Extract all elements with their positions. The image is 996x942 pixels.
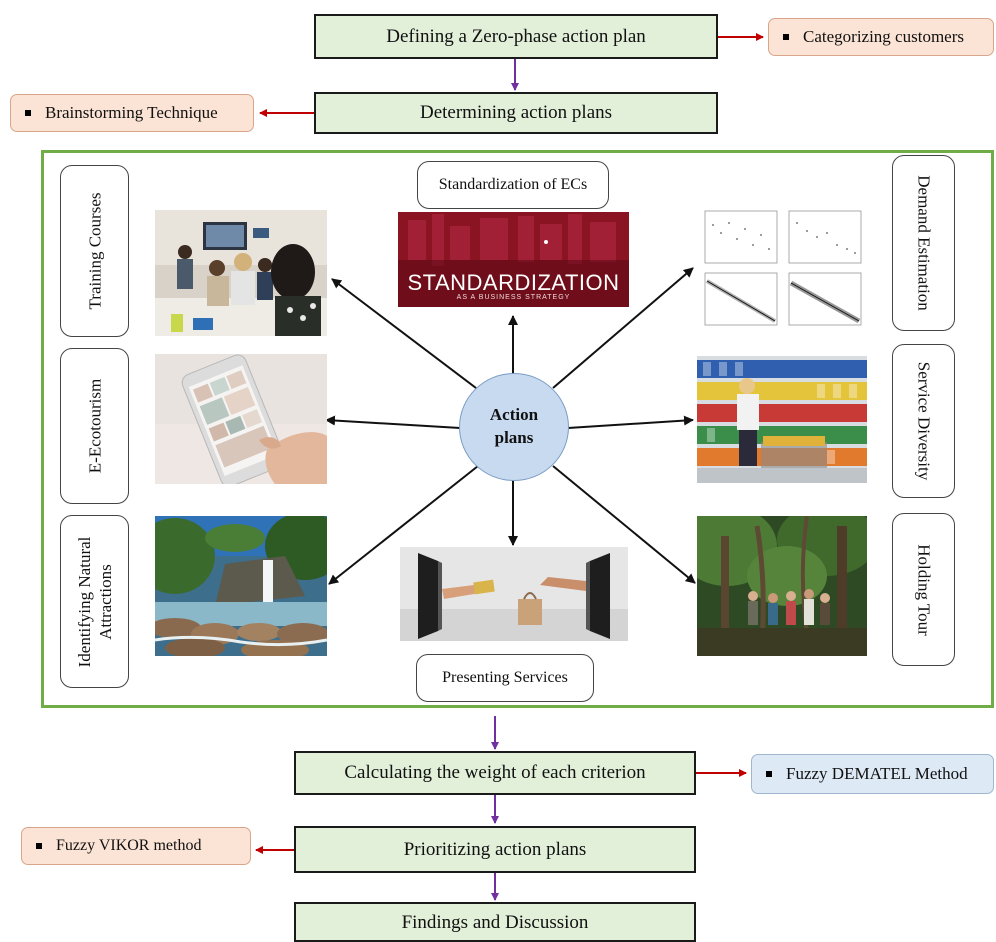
- radial-arrow-training: [331, 278, 477, 389]
- training-courses-image: [155, 210, 327, 336]
- standardization-banner-image: STANDARDIZATION AS A BUSINESS STRATEGY: [398, 212, 629, 307]
- demand-estimation-image: [697, 203, 867, 330]
- pill-presenting-label: Presenting Services: [442, 669, 568, 686]
- pill-identifying-line2: Attractions: [95, 563, 115, 640]
- pill-demand-estimation: Demand Estimation: [892, 155, 955, 331]
- standardization-banner-subtitle: AS A BUSINESS STRATEGY: [456, 294, 571, 301]
- hub-label: Action plans: [489, 405, 539, 447]
- radial-arrow-tour: [552, 465, 696, 584]
- pill-holding-tour-label: Holding Tour: [914, 543, 934, 636]
- presenting-services-image: [400, 547, 628, 641]
- pill-standardization-of-ecs: Standardization of ECs: [417, 161, 609, 209]
- step-zero-phase-label: Defining a Zero-phase action plan: [386, 25, 646, 47]
- natural-attractions-image: [155, 516, 327, 656]
- pill-training-courses: Training Courses: [60, 165, 129, 337]
- note-fuzzy-vikor: Fuzzy VIKOR method: [21, 827, 251, 865]
- note-vikor-label: Fuzzy VIKOR method: [56, 837, 202, 854]
- note-brainstorming-label: Brainstorming Technique: [45, 103, 218, 122]
- step-determining-label: Determining action plans: [419, 102, 613, 123]
- radial-arrow-demand: [552, 267, 694, 389]
- pill-service-diversity-label: Service Diversity: [914, 361, 934, 481]
- bullet-icon: [783, 34, 789, 40]
- radial-arrow-service: [567, 415, 694, 429]
- step-determining: Determining action plans: [314, 92, 718, 134]
- step-zero-phase: Defining a Zero-phase action plan: [314, 14, 718, 59]
- step-findings: Findings and Discussion: [294, 902, 696, 942]
- bullet-icon: [36, 843, 42, 849]
- note-fuzzy-dematel: Fuzzy DEMATEL Method: [751, 754, 994, 794]
- holding-tour-image: [697, 516, 867, 656]
- hub-action-plans: Action plans: [459, 373, 569, 481]
- bullet-icon: [25, 110, 31, 116]
- pill-identifying-line1: Identifying Natural: [74, 536, 94, 667]
- note-brainstorming: Brainstorming Technique: [10, 94, 254, 132]
- pill-service-diversity: Service Diversity: [892, 344, 955, 498]
- step-calculating-weight: Calculating the weight of each criterion: [294, 751, 696, 795]
- action-plans-panel: [41, 150, 994, 708]
- step-findings-label: Findings and Discussion: [401, 912, 589, 933]
- step-prioritizing: Prioritizing action plans: [294, 826, 696, 873]
- radial-arrow-e-ecotourism: [325, 415, 461, 429]
- pill-identifying-label: Identifying Natural Attractions: [73, 536, 116, 667]
- step-prioritizing-label: Prioritizing action plans: [403, 838, 587, 860]
- standardization-banner-title: STANDARDIZATION: [407, 270, 620, 295]
- e-ecotourism-image: [155, 354, 327, 484]
- pill-presenting-services: Presenting Services: [416, 654, 594, 702]
- pill-holding-tour: Holding Tour: [892, 513, 955, 666]
- bullet-icon: [766, 771, 772, 777]
- pill-demand-estimation-label: Demand Estimation: [914, 175, 934, 311]
- note-categorizing-label: Categorizing customers: [803, 27, 964, 46]
- note-categorizing: Categorizing customers: [768, 18, 994, 56]
- radial-arrow-natural: [328, 465, 479, 585]
- pill-e-ecotourism: E-Ecotourism: [60, 348, 129, 504]
- pill-standardization-label: Standardization of ECs: [438, 176, 588, 193]
- step-calculating-label: Calculating the weight of each criterion: [344, 762, 646, 783]
- service-diversity-image: [697, 356, 867, 483]
- pill-training-courses-label: Training Courses: [84, 192, 104, 310]
- note-dematel-label: Fuzzy DEMATEL Method: [786, 764, 968, 783]
- pill-identifying-natural-attractions: Identifying Natural Attractions: [60, 515, 129, 688]
- pill-e-ecotourism-label: E-Ecotourism: [84, 378, 104, 474]
